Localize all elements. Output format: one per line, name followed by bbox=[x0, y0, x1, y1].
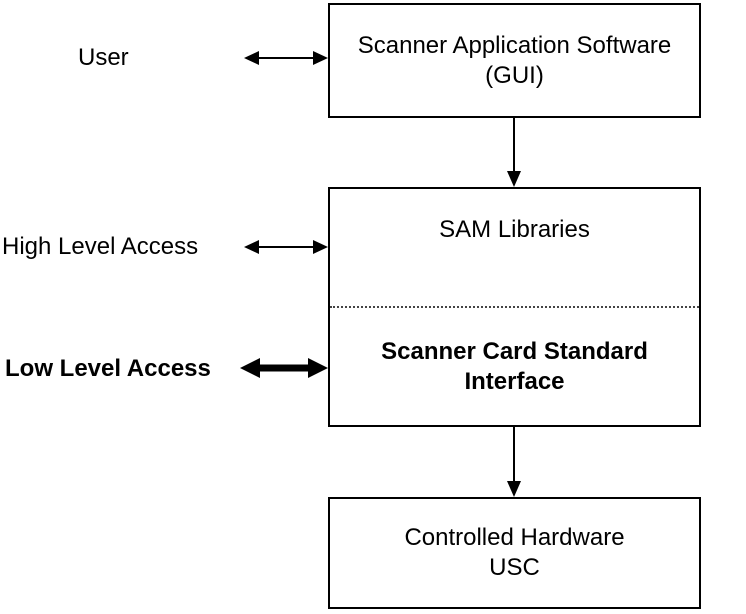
scanner-card-interface-line1: Scanner Card Standard bbox=[381, 337, 648, 365]
box-scanner-application-software: Scanner Application Software (GUI) bbox=[328, 3, 701, 118]
box-controlled-hardware-line2: USC bbox=[489, 554, 540, 581]
gui-to-sam-arrow bbox=[507, 118, 521, 187]
box-scanner-application-line1: Scanner Application Software bbox=[357, 31, 672, 59]
user-label: User bbox=[78, 44, 129, 71]
sam-libraries-section: SAM Libraries bbox=[330, 189, 699, 308]
box-scanner-application-line2: (GUI) bbox=[485, 61, 544, 89]
scanner-card-interface-section: Scanner Card Standard Interface bbox=[330, 308, 699, 425]
low-level-interface-double-arrow bbox=[240, 358, 328, 378]
interface-to-hardware-arrow bbox=[507, 427, 521, 497]
user-gui-double-arrow bbox=[244, 51, 328, 65]
sam-libraries-title: SAM Libraries bbox=[439, 216, 590, 243]
scanner-card-interface-line2: Interface bbox=[464, 367, 565, 395]
box-controlled-hardware-line1: Controlled Hardware bbox=[404, 524, 625, 551]
high-level-access-label: High Level Access bbox=[2, 233, 199, 260]
box-sam-libraries: SAM Libraries Scanner Card Standard Inte… bbox=[328, 187, 701, 427]
box-controlled-hardware: Controlled Hardware USC bbox=[328, 497, 701, 609]
low-level-access-label: Low Level Access bbox=[5, 355, 211, 382]
high-level-sam-double-arrow bbox=[244, 240, 328, 254]
